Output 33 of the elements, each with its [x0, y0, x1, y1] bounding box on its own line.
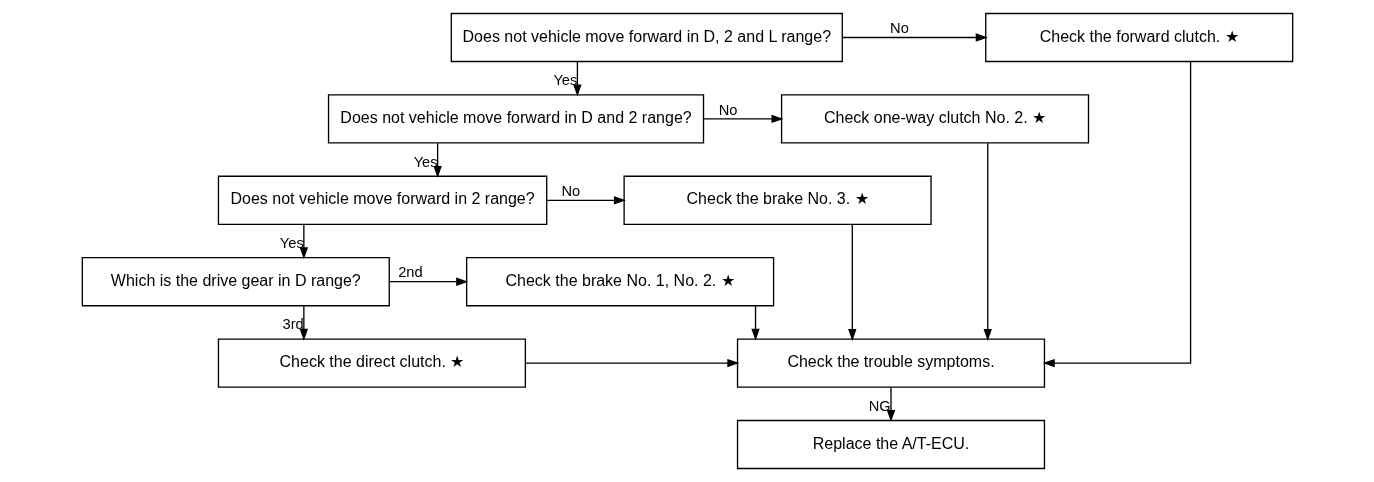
edge-label: Yes [552, 72, 577, 89]
node-box: Does not vehicle move forward in D, 2 and L range? [450, 12, 843, 63]
node-box: Does not vehicle move forward in D and 2 range? [327, 94, 704, 144]
edge-label: 2nd [397, 264, 423, 281]
arrow [750, 305, 760, 341]
edge-label: 3rd [282, 316, 304, 333]
edge-label: No [718, 101, 737, 118]
node-box: Check the brake No. 3. ★ [622, 175, 932, 225]
arrow [299, 305, 308, 341]
node-box: Check one-way clutch No. 2. ★ [780, 94, 1089, 144]
node-box: Replace the A/T-ECU. [736, 419, 1045, 470]
arrow [841, 33, 988, 42]
arrow [432, 142, 442, 178]
arrow [886, 386, 895, 423]
edge-label: No [561, 183, 580, 200]
edge-label: Yes [413, 153, 438, 170]
arrow [702, 114, 783, 124]
node-box: Check the trouble symptoms. [736, 338, 1045, 388]
node-box: Check the forward clutch. ★ [984, 12, 1293, 63]
arrow [572, 61, 582, 97]
node-box: Does not vehicle move forward in 2 range? [217, 175, 547, 225]
node-box: Check the direct clutch. ★ [217, 338, 526, 388]
arrow [983, 142, 992, 341]
arrow [299, 224, 308, 260]
arrow [847, 223, 856, 341]
edge-label: No [889, 20, 909, 37]
node-box: Which is the drive gear in D range? [81, 257, 390, 307]
arrow [524, 358, 739, 368]
node-box: Check the brake No. 1, No. 2. ★ [465, 257, 774, 307]
arrow [1042, 61, 1191, 368]
arrow [546, 196, 626, 205]
arrow [388, 277, 468, 286]
edge-label: NG [868, 397, 891, 414]
